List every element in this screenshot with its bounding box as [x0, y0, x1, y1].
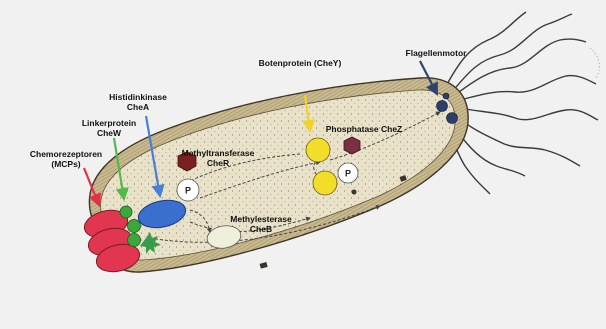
phosphate-chea-label: P: [185, 186, 191, 196]
label-chez-text: Phosphatase CheZ: [318, 124, 410, 134]
label-cheb-line1: Methylesterase: [222, 214, 300, 224]
label-chea-line2: CheA: [102, 102, 174, 112]
label-chea: Histidinkinase CheA: [102, 92, 174, 112]
label-chez: Phosphatase CheZ: [318, 124, 410, 134]
label-motor: Flagellenmotor: [396, 48, 476, 58]
label-chew-line1: Linkerprotein: [74, 118, 144, 128]
chez-phosphatase: [344, 137, 360, 154]
label-chey-text: Botenprotein (CheY): [250, 58, 350, 68]
label-cheb: Methylesterase CheB: [222, 214, 300, 234]
label-cher: Methyltransferase CheR: [176, 148, 260, 168]
label-chew-line2: CheW: [74, 128, 144, 138]
label-chemoreceptors: Chemorezeptoren (MCPs): [26, 149, 106, 169]
phosphate-chey-label: P: [345, 169, 351, 179]
label-chea-line1: Histidinkinase: [102, 92, 174, 102]
label-chemoreceptors-line1: Chemorezeptoren: [26, 149, 106, 159]
label-cheb-line2: CheB: [222, 224, 300, 234]
label-cher-line1: Methyltransferase: [176, 148, 260, 158]
chey-protein-lower: [313, 171, 337, 195]
label-motor-text: Flagellenmotor: [396, 48, 476, 58]
label-chew: Linkerprotein CheW: [74, 118, 144, 138]
label-chemoreceptors-line2: (MCPs): [26, 159, 106, 169]
label-cher-line2: CheR: [176, 158, 260, 168]
label-chey: Botenprotein (CheY): [250, 58, 350, 68]
chey-protein-upper: [306, 138, 330, 162]
